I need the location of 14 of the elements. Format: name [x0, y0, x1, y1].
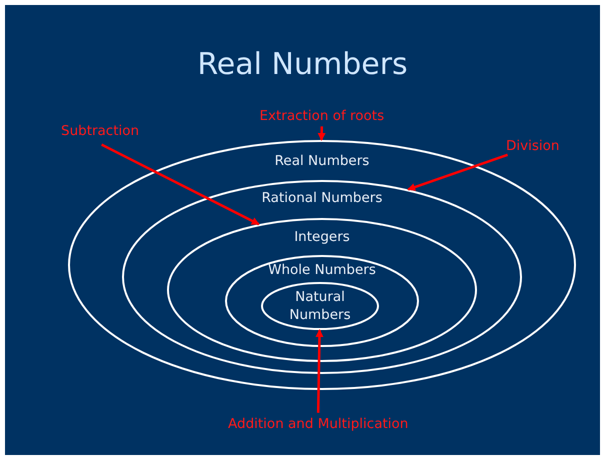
set-label: Integers	[294, 229, 350, 245]
set-label: Natural Numbers	[289, 289, 351, 323]
operation-label: Division	[506, 138, 560, 154]
set-label: Real Numbers	[274, 153, 370, 169]
set-label: Rational Numbers	[262, 190, 382, 206]
arrow	[407, 154, 508, 191]
operation-label: Subtraction	[61, 123, 140, 139]
arrow	[315, 329, 324, 413]
set-label: Whole Numbers	[268, 262, 376, 278]
arrow	[318, 126, 326, 141]
operation-label: Extraction of roots	[260, 108, 384, 124]
title: Real Numbers	[197, 47, 408, 82]
operation-label: Addition and Multiplication	[228, 416, 408, 432]
arrow	[101, 143, 260, 226]
